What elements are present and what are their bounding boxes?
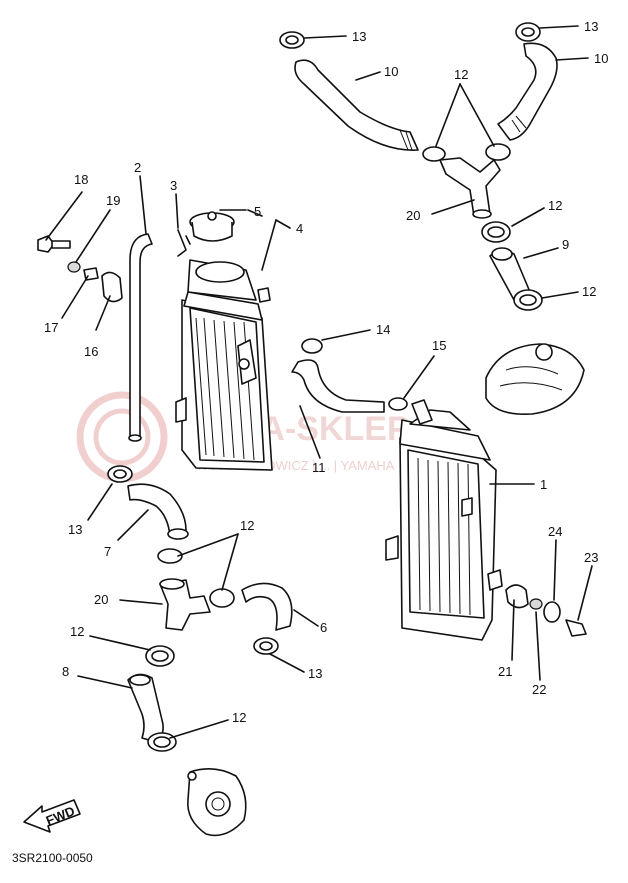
- clip-3: [177, 229, 191, 257]
- damper-21-22-23-24: [505, 584, 587, 637]
- fwd-label: FWD: [44, 803, 77, 828]
- cylinder-head: [485, 343, 585, 415]
- callout-17: 17: [44, 320, 58, 335]
- callout-8: 8: [62, 664, 69, 679]
- right-radiator: [385, 409, 503, 641]
- callout-13: 13: [584, 19, 598, 34]
- clamp-12-center: [209, 588, 235, 608]
- callout-13: 13: [352, 29, 366, 44]
- callout-16: 16: [84, 344, 98, 359]
- overflow-hose-2: [128, 233, 153, 442]
- y-joint-20-bottom: [159, 578, 211, 631]
- clamp-13-left: [107, 465, 133, 483]
- clamp-12-bottom-a: [145, 645, 175, 667]
- callout-22: 22: [532, 682, 546, 697]
- clamp-13-top-left: [279, 31, 305, 49]
- callout-5: 5: [254, 204, 261, 219]
- water-pump-housing: [187, 768, 247, 837]
- callout-12: 12: [240, 518, 254, 533]
- callout-12: 12: [548, 198, 562, 213]
- y-joint-20-top: [439, 157, 501, 219]
- callout-4: 4: [296, 221, 303, 236]
- leader-lines: [45, 25, 593, 739]
- callout-13: 13: [68, 522, 82, 537]
- callout-9: 9: [562, 237, 569, 252]
- callout-10: 10: [384, 64, 398, 79]
- callout-12: 12: [70, 624, 84, 639]
- upper-right-hose-10: [497, 42, 558, 141]
- callout-12: 12: [454, 67, 468, 82]
- callout-19: 19: [106, 193, 120, 208]
- callout-6: 6: [320, 620, 327, 635]
- callout-13: 13: [308, 666, 322, 681]
- clamp-12-mid: [481, 221, 511, 243]
- callout-20: 20: [94, 592, 108, 607]
- callout-2: 2: [134, 160, 141, 175]
- callout-12: 12: [232, 710, 246, 725]
- upper-left-hose-10: [294, 59, 419, 151]
- callout-18: 18: [74, 172, 88, 187]
- callout-21: 21: [498, 664, 512, 679]
- hose-8: [127, 673, 164, 743]
- callouts: 13 10 13 10 12 2 3 5 4 18 19 17 16 20 12…: [44, 19, 608, 725]
- radiator-cap: [189, 211, 235, 242]
- clamp-14: [301, 338, 323, 354]
- hose-9: [489, 247, 531, 301]
- clamp-15: [388, 397, 433, 425]
- callout-20: 20: [406, 208, 420, 223]
- callout-12: 12: [582, 284, 596, 299]
- clamp-13-right: [253, 637, 279, 655]
- clamp-13-top-right: [515, 22, 541, 42]
- hose-6: [241, 582, 293, 631]
- callout-14: 14: [376, 322, 390, 337]
- callout-7: 7: [104, 544, 111, 559]
- clamps-12-top: [422, 143, 511, 162]
- hose-11: [291, 359, 385, 413]
- diagram-code: 3SR2100-0050: [12, 851, 93, 865]
- clamp-12-lower: [513, 289, 543, 311]
- callout-10: 10: [594, 51, 608, 66]
- hose-7: [127, 483, 189, 540]
- callout-24: 24: [548, 524, 562, 539]
- left-radiator: [175, 259, 273, 471]
- clamp-12-left: [157, 548, 183, 564]
- fwd-arrow: FWD: [23, 799, 81, 833]
- clamp-12-bottom-b: [147, 732, 177, 752]
- callout-1: 1: [540, 477, 547, 492]
- callout-11: 11: [312, 460, 326, 475]
- bolt-18-washer-collar: [37, 235, 123, 303]
- callout-3: 3: [170, 178, 177, 193]
- callout-15: 15: [432, 338, 446, 353]
- callout-23: 23: [584, 550, 598, 565]
